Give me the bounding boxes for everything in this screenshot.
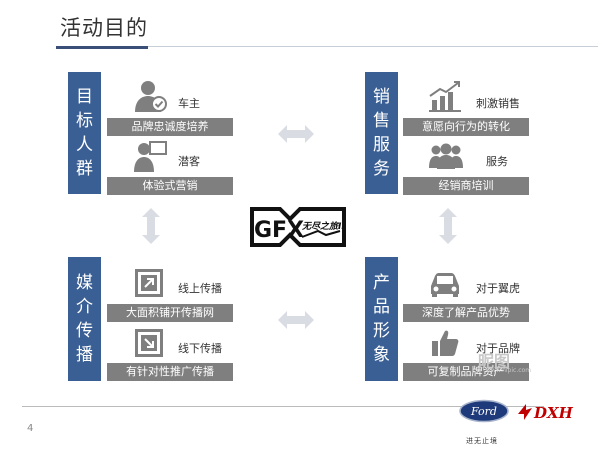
page-number: 4 xyxy=(27,423,34,434)
vertical-double-arrow-icon xyxy=(439,208,457,244)
ford-slogan: 进无止境 xyxy=(466,437,498,445)
group-people-icon xyxy=(429,143,463,169)
product-image-item2-label: 可复制品牌资产 xyxy=(403,363,529,381)
sales-service-item2-label: 经销商培训 xyxy=(403,177,529,195)
product-image-char: 品 xyxy=(373,297,390,317)
media-bar: 媒 介 传 播 xyxy=(68,257,101,381)
product-image-char: 产 xyxy=(373,273,390,293)
target-group-item1-text: 车主 xyxy=(178,97,200,110)
gfx-logo: GFX 无尽之旅II xyxy=(250,207,346,247)
car-icon xyxy=(431,273,459,297)
sales-service-item1-label: 意愿向行为的转化 xyxy=(403,118,529,136)
footer-rule xyxy=(22,406,544,407)
horizontal-double-arrow-icon xyxy=(278,311,314,329)
user-check-icon xyxy=(135,81,167,112)
vertical-double-arrow-icon xyxy=(142,208,160,244)
sales-service-char: 服 xyxy=(373,135,390,155)
presenter-icon xyxy=(134,141,167,172)
page-title: 活动目的 xyxy=(60,16,148,40)
sales-service-bar: 销 售 服 务 xyxy=(365,72,398,194)
product-image-item1-text: 对于翼虎 xyxy=(476,282,520,295)
target-group-item1-label: 品牌忠诚度培养 xyxy=(107,118,233,136)
media-item2-text: 线下传播 xyxy=(178,342,222,355)
media-char: 媒 xyxy=(76,273,93,293)
product-image-bar: 产 品 形 象 xyxy=(365,257,398,381)
dxh-logo-text: DXH xyxy=(533,404,574,422)
media-item1-label: 大面积铺开传播网 xyxy=(107,304,233,322)
target-group-char: 标 xyxy=(76,111,93,131)
target-group-char: 人 xyxy=(76,135,93,155)
gfx-logo-text: GFX xyxy=(254,218,304,243)
dxh-logo: DXH xyxy=(518,404,574,422)
product-image-char: 象 xyxy=(373,345,390,365)
ford-logo: Ford xyxy=(459,399,509,423)
sales-service-char: 售 xyxy=(373,111,390,131)
media-item1-text: 线上传播 xyxy=(178,282,222,295)
target-group-bar: 目 标 人 群 xyxy=(68,72,101,194)
watermark-url: www.nipic.com xyxy=(486,367,532,374)
title-rule xyxy=(148,46,598,47)
collapse-arrow-icon xyxy=(135,329,163,357)
product-image-char: 形 xyxy=(373,321,390,341)
media-char: 传 xyxy=(76,321,93,341)
horizontal-double-arrow-icon xyxy=(278,125,314,143)
product-image-item2-text: 对于品牌 xyxy=(476,342,520,355)
media-char: 播 xyxy=(76,345,93,365)
expand-arrow-icon xyxy=(135,269,163,297)
ford-logo-text: Ford xyxy=(470,405,497,418)
title-underline xyxy=(56,46,148,49)
thumbs-up-icon xyxy=(432,330,459,356)
target-group-item2-text: 潜客 xyxy=(178,155,200,168)
target-group-char: 目 xyxy=(76,87,93,107)
sales-service-char: 销 xyxy=(373,87,390,107)
product-image-item1-label: 深度了解产品优势 xyxy=(403,304,529,322)
gfx-logo-subtitle: 无尽之旅II xyxy=(301,221,345,232)
media-item2-label: 有针对性推广传播 xyxy=(107,363,233,381)
sales-service-item2-text: 服务 xyxy=(486,155,508,168)
growth-chart-icon xyxy=(429,81,461,112)
target-group-char: 群 xyxy=(76,159,93,179)
sales-service-item1-text: 刺激销售 xyxy=(476,97,520,110)
sales-service-char: 务 xyxy=(373,159,390,179)
media-char: 介 xyxy=(76,297,93,317)
target-group-item2-label: 体验式营销 xyxy=(107,177,233,195)
watermark: 昵图 xyxy=(478,352,511,371)
